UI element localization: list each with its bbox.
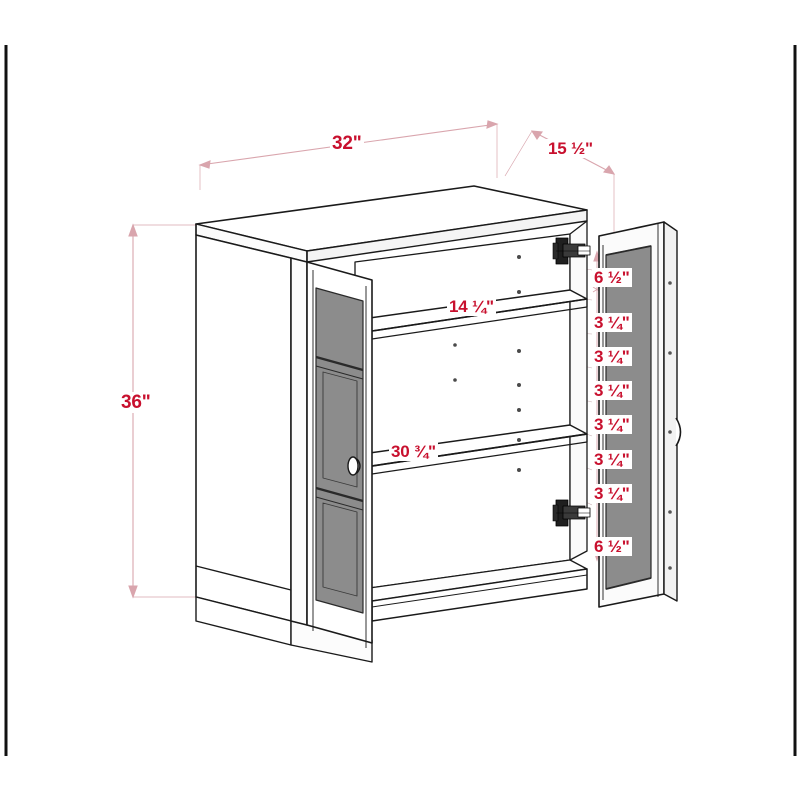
dim-overall-width <box>198 120 499 190</box>
page-borders <box>4 45 797 756</box>
dim-label-spacing-2: 3 ¼" <box>592 313 632 332</box>
dim-overall-depth <box>504 130 616 232</box>
cabinet-top <box>195 185 588 263</box>
shelf-pin-holes <box>453 255 521 472</box>
dim-label-spacing-1: 6 ½" <box>592 268 632 287</box>
dim-label-overall-height: 36" <box>119 392 153 413</box>
right-door-hinge-holes <box>668 281 672 570</box>
dim-label-spacing-8: 6 ½" <box>592 537 632 556</box>
dim-label-spacing-3: 3 ¼" <box>592 347 632 366</box>
dim-label-spacing-5: 3 ¼" <box>592 415 632 434</box>
dim-label-shelf-depth: 14 ¼" <box>447 297 496 316</box>
dim-label-overall-width: 32" <box>330 133 364 154</box>
cabinet-right-side-inner <box>569 220 588 561</box>
dim-label-spacing-4: 3 ¼" <box>592 381 632 400</box>
left-glass-door[interactable] <box>290 257 373 648</box>
dim-label-spacing-6: 3 ¼" <box>592 450 632 469</box>
right-door-knob[interactable] <box>675 417 682 447</box>
lower-hinge <box>552 499 591 527</box>
upper-hinge <box>552 237 591 265</box>
dim-label-overall-depth: 15 ½" <box>546 139 595 158</box>
dim-label-interior-width: 30 ¾" <box>389 442 438 461</box>
dim-label-spacing-7: 3 ¼" <box>592 484 632 503</box>
cabinet-left-side <box>195 234 292 622</box>
left-door-glass-panel <box>315 287 364 614</box>
cabinet-back-panel <box>354 233 571 591</box>
left-door-knob[interactable] <box>347 456 361 476</box>
